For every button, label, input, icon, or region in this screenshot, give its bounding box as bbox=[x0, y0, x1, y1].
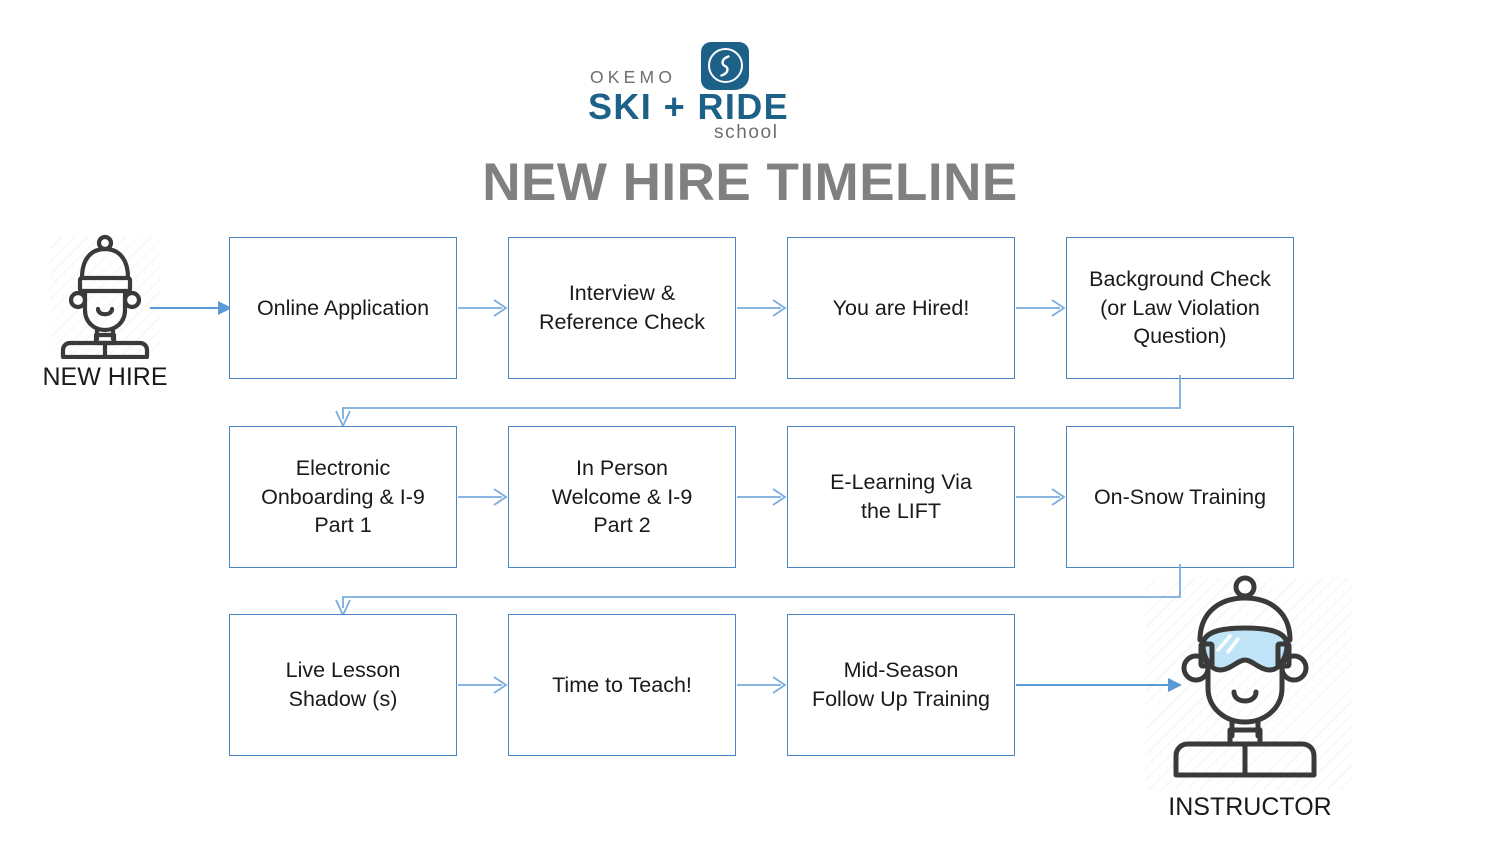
okemo-logo-mark-icon bbox=[701, 42, 749, 90]
goggle-lens bbox=[1203, 628, 1287, 670]
wrap-connector-row2-to-row3 bbox=[335, 564, 1181, 618]
okemo-logo-swirl-icon bbox=[720, 55, 730, 77]
arrow-in-person-welcome-to-e-learning bbox=[737, 488, 787, 506]
new-hire-label: NEW HIRE bbox=[42, 363, 168, 391]
step-box-in-person-welcome[interactable]: In Person Welcome & I-9 Part 2 bbox=[508, 426, 736, 568]
new-hire-person-icon bbox=[52, 234, 158, 360]
instructor-icon-backdrop bbox=[1145, 578, 1353, 790]
step-box-you-are-hired[interactable]: You are Hired! bbox=[787, 237, 1015, 379]
logo-okemo-text: OKEMO bbox=[590, 67, 677, 87]
arrow-new-hire-to-online-application bbox=[150, 301, 232, 315]
arrow-you-are-hired-to-background-check bbox=[1016, 299, 1066, 317]
page-title: NEW HIRE TIMELINE bbox=[482, 153, 1018, 212]
step-box-live-lesson-shadow[interactable]: Live Lesson Shadow (s) bbox=[229, 614, 457, 756]
step-box-electronic-onboarding[interactable]: Electronic Onboarding & I-9 Part 1 bbox=[229, 426, 457, 568]
arrow-online-application-to-interview bbox=[458, 299, 508, 317]
instructor-label: INSTRUCTOR bbox=[1168, 793, 1332, 821]
arrow-e-learning-to-on-snow-training bbox=[1016, 488, 1066, 506]
step-box-interview-reference-check[interactable]: Interview & Reference Check bbox=[508, 237, 736, 379]
logo-school-text: school bbox=[714, 122, 779, 143]
step-box-time-to-teach[interactable]: Time to Teach! bbox=[508, 614, 736, 756]
step-box-e-learning-lift[interactable]: E-Learning Via the LIFT bbox=[787, 426, 1015, 568]
instructor-person-icon bbox=[1160, 570, 1330, 790]
step-box-background-check[interactable]: Background Check (or Law Violation Quest… bbox=[1066, 237, 1294, 379]
okemo-ski-ride-school-logo: OKEMO SKI + RIDE school bbox=[588, 42, 798, 146]
okemo-logo-circle bbox=[708, 48, 743, 83]
arrow-live-lesson-shadow-to-time-to-teach bbox=[458, 676, 508, 694]
step-box-on-snow-training[interactable]: On-Snow Training bbox=[1066, 426, 1294, 568]
step-box-online-application[interactable]: Online Application bbox=[229, 237, 457, 379]
arrow-interview-to-you-are-hired bbox=[737, 299, 787, 317]
step-box-mid-season-follow-up[interactable]: Mid-Season Follow Up Training bbox=[787, 614, 1015, 756]
arrow-time-to-teach-to-mid-season bbox=[737, 676, 787, 694]
arrow-mid-season-to-instructor bbox=[1016, 678, 1182, 692]
wrap-connector-row1-to-row2 bbox=[335, 375, 1181, 429]
logo-ski-ride-text: SKI + RIDE bbox=[588, 86, 790, 127]
arrow-electronic-onboarding-to-in-person-welcome bbox=[458, 488, 508, 506]
